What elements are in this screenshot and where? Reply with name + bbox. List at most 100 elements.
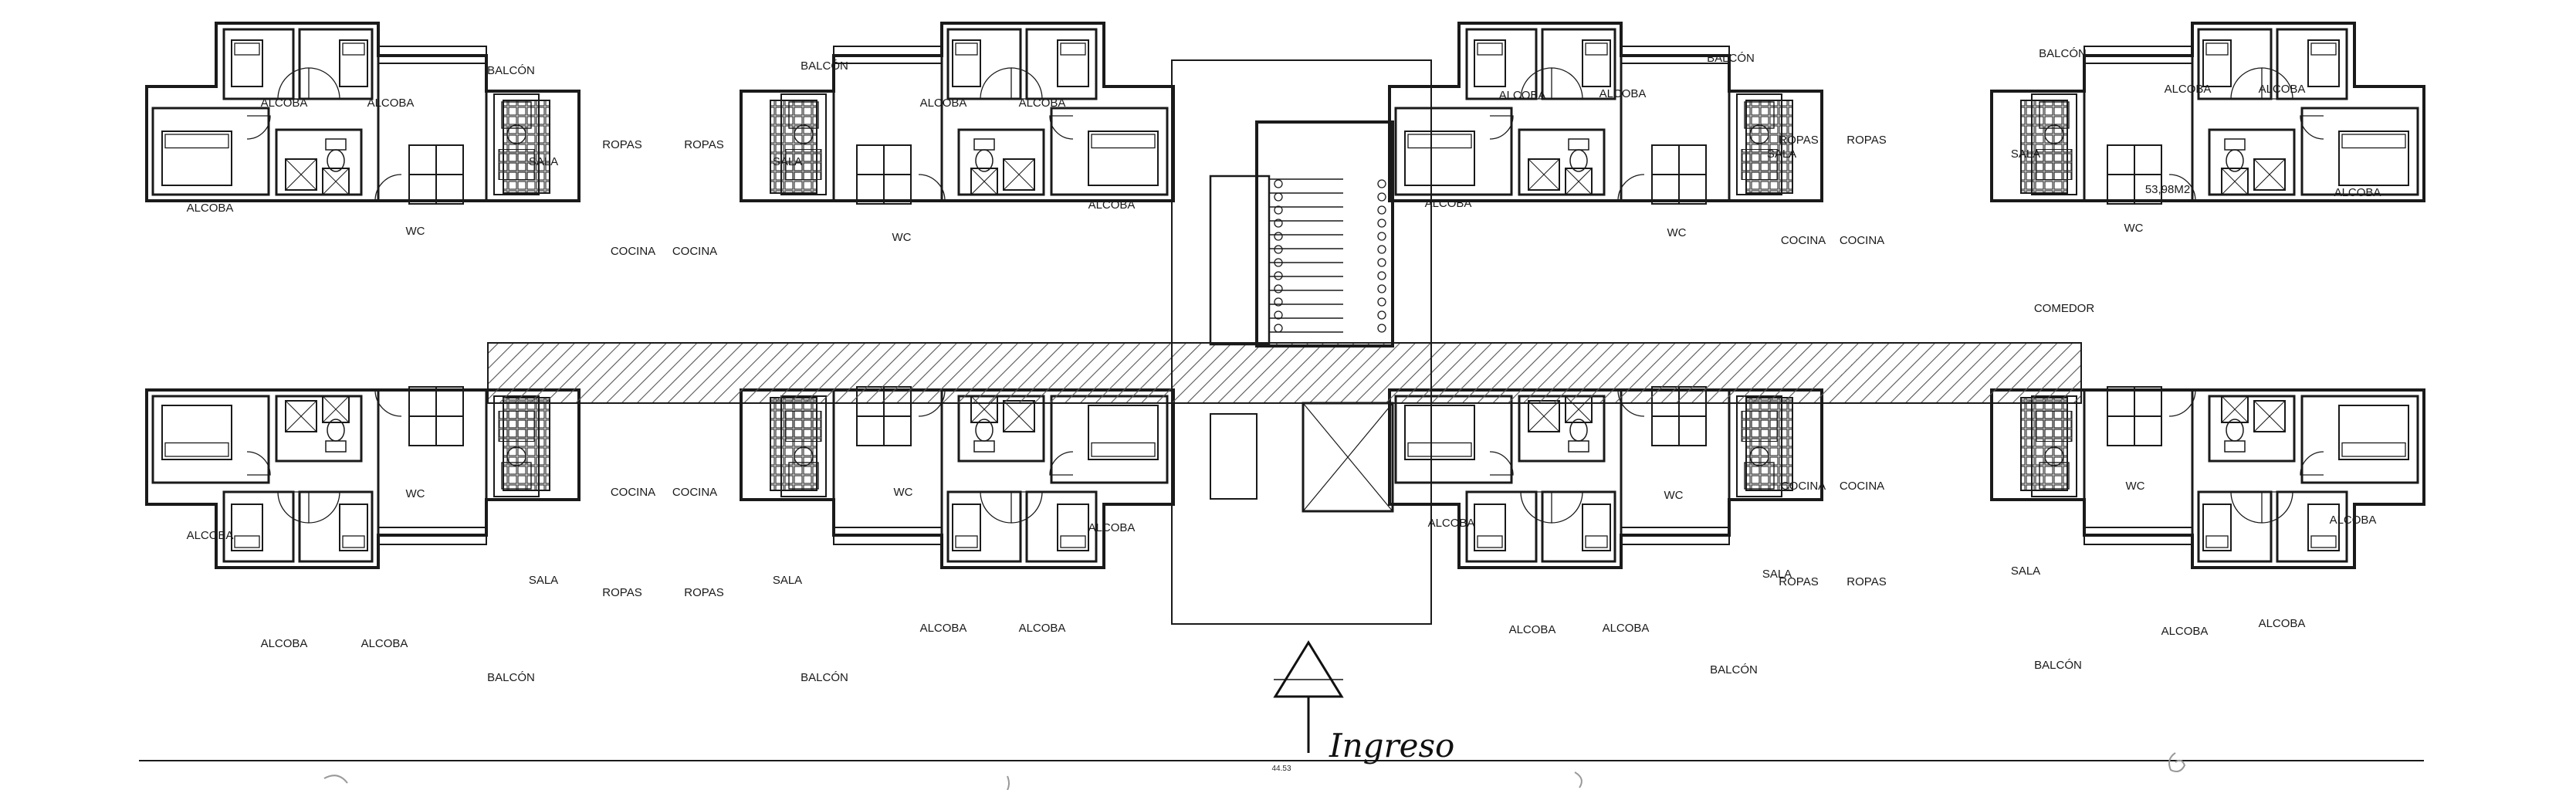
- bedroom-c: [151, 395, 270, 484]
- door-swing: [980, 491, 1012, 524]
- kitchen-counter: [780, 93, 827, 195]
- bed-icon: [2338, 405, 2409, 460]
- shower-icon: [1003, 400, 1035, 432]
- kitchen-counter: [2031, 93, 2077, 195]
- bed-icon: [1582, 503, 1611, 551]
- room-label-alcoba: ALCOBA: [1088, 521, 1136, 534]
- bed-icon: [231, 503, 263, 551]
- door-swing: [1049, 451, 1074, 476]
- room-label-sala: SALA: [2011, 565, 2040, 578]
- bedroom-a: [1025, 28, 1098, 100]
- room-label-ropas: ROPAS: [684, 586, 723, 599]
- bed-icon: [1582, 39, 1611, 87]
- shower-icon: [285, 400, 317, 432]
- balcony: [377, 527, 487, 545]
- room-label-ropas: ROPAS: [602, 586, 641, 599]
- door-swing: [2230, 67, 2263, 100]
- shower-icon: [2253, 400, 2286, 432]
- bedroom-b: [946, 28, 1022, 100]
- room-label-alcoba: ALCOBA: [361, 637, 408, 650]
- shower-icon: [1528, 400, 1560, 432]
- room-label-alcoba: ALCOBA: [920, 622, 967, 635]
- bedroom-c: [1050, 395, 1169, 484]
- apartment-unit: [145, 386, 581, 569]
- room-label-alcoba: ALCOBA: [187, 529, 234, 542]
- shower-icon: [2221, 168, 2249, 195]
- room-label-cocina: COCINA: [672, 486, 717, 499]
- room-label-cocina: COCINA: [1840, 234, 1884, 247]
- shower-icon: [322, 168, 350, 195]
- stair-rail-dot: [1377, 324, 1386, 333]
- room-label-alcoba: ALCOBA: [1603, 622, 1650, 635]
- walls-layer: [145, 22, 2425, 569]
- dining-table-icon: [2107, 144, 2162, 205]
- room-label-ropas: ROPAS: [1779, 575, 1818, 588]
- room-label-alcoba: ALCOBA: [261, 97, 308, 110]
- stair-rail-dot: [1377, 219, 1386, 228]
- kitchen-counter: [1736, 93, 1782, 195]
- bedroom-a: [1465, 28, 1538, 100]
- bedroom-b: [298, 490, 374, 563]
- bedroom-a: [2276, 490, 2348, 563]
- stair-core: [1171, 59, 1432, 625]
- bedroom-c: [1394, 395, 1513, 484]
- room-label-alcoba: ALCOBA: [261, 637, 308, 650]
- bed-icon: [1088, 131, 1159, 186]
- door-swing: [1489, 451, 1514, 476]
- room-label-balcon: BALCÓN: [2039, 47, 2087, 60]
- apartment-unit: [740, 386, 1175, 569]
- door-swing: [308, 491, 340, 524]
- bed-icon: [339, 503, 368, 551]
- bedroom-a: [1465, 490, 1538, 563]
- stair-rail-dot: [1274, 258, 1283, 267]
- room-label-cocina: COCINA: [1781, 480, 1826, 493]
- entrance-label: Ingreso: [1329, 727, 1454, 765]
- room-label-alcoba: ALCOBA: [1088, 198, 1136, 212]
- stair-rail-dot: [1377, 192, 1386, 202]
- door-swing: [1551, 491, 1583, 524]
- handwritten-marks: [323, 752, 2186, 790]
- door-swing: [2168, 174, 2196, 202]
- door-swing: [2261, 491, 2293, 524]
- balcony: [2083, 527, 2193, 545]
- door-swing: [1049, 115, 1074, 140]
- door-swing: [1010, 67, 1043, 100]
- room-label-sala: SALA: [773, 155, 802, 168]
- bed-icon: [1088, 405, 1159, 460]
- unit-envelope: [145, 22, 581, 202]
- room-label-balcon: BALCÓN: [1710, 663, 1758, 676]
- room-label-ropas: ROPAS: [684, 138, 723, 151]
- room-label-cocina: COCINA: [1781, 234, 1826, 247]
- apartment-unit: [1990, 22, 2425, 205]
- bedroom-c: [151, 107, 270, 196]
- unit-envelope: [1388, 22, 1823, 202]
- room-label-alcoba: ALCOBA: [1509, 623, 1556, 636]
- shower-icon: [1528, 158, 1560, 191]
- room-label-ropas: ROPAS: [1779, 134, 1818, 147]
- room-label-alcoba: ALCOBA: [1425, 197, 1472, 210]
- room-label-balcon: BALCÓN: [2034, 659, 2082, 672]
- bathroom: [1518, 128, 1606, 196]
- room-label-wc: WC: [1667, 226, 1687, 239]
- stair-rail-dot: [1274, 232, 1283, 241]
- toilet-icon: [973, 138, 995, 172]
- bed-icon: [2307, 39, 2340, 87]
- door-swing: [277, 67, 310, 100]
- room-label-wc: WC: [406, 225, 425, 238]
- balcony: [1620, 46, 1730, 64]
- door-swing: [308, 67, 340, 100]
- door-swing: [1520, 67, 1552, 100]
- room-label-sala: SALA: [773, 574, 802, 587]
- room-label-wc: WC: [2126, 480, 2145, 493]
- apartment-unit: [145, 22, 581, 205]
- room-label-ropas: ROPAS: [1847, 134, 1886, 147]
- bedroom-b: [946, 490, 1022, 563]
- stair-rail-dot: [1377, 232, 1386, 241]
- bed-icon: [1404, 131, 1475, 186]
- room-label-cocina: COCINA: [1840, 480, 1884, 493]
- room-label-cocina: COCINA: [611, 486, 655, 499]
- apartment-unit: [1388, 22, 1823, 205]
- bedroom-c: [1394, 107, 1513, 196]
- room-label-sala: SALA: [529, 574, 558, 587]
- dining-table-icon: [2107, 386, 2162, 446]
